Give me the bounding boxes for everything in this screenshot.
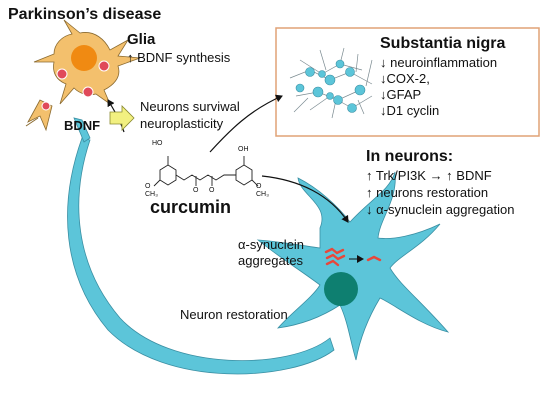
neuron-nucleus	[324, 272, 358, 306]
curcumin-atom: O	[145, 183, 151, 190]
bdnf-yellow-arrow	[109, 105, 135, 131]
neuron-network-cells	[295, 59, 366, 113]
neuron-dendrite-upper	[73, 117, 91, 143]
neuron-axon	[67, 137, 335, 375]
nigra-item: ↓GFAP	[380, 87, 422, 102]
in-neurons-item: ↓ α-synuclein aggregation	[366, 202, 515, 217]
curcumin-atom: OH	[238, 146, 249, 153]
glia-cell	[25, 19, 141, 132]
curcumin-atom: CH₃	[145, 191, 158, 198]
curcumin-to-neuron-arrow	[261, 175, 349, 223]
in-neurons-item: ↑ neurons restoration	[366, 185, 489, 200]
glia-heading: Glia	[127, 31, 156, 48]
neuron-cell-body	[256, 171, 450, 361]
alpha-synuclein-aggregates	[324, 247, 382, 267]
in-neurons-heading: In neurons:	[366, 148, 454, 165]
substantia-nigra-box	[275, 27, 540, 137]
curcumin-label: curcumin	[150, 197, 232, 217]
aggregates-line1: α-synuclein	[238, 237, 305, 252]
substantia-nigra-heading: Substantia nigra	[380, 35, 506, 52]
page-title: Parkinson’s disease	[8, 6, 162, 23]
curcumin-to-nigra-arrow	[209, 94, 283, 153]
curcumin-atom: O	[209, 187, 215, 194]
neuron-restoration-label: Neuron restoration	[180, 307, 288, 322]
curcumin-atom: HO	[152, 140, 163, 147]
nigra-item: ↓D1 cyclin	[380, 103, 440, 118]
curcumin-atom: O	[256, 183, 262, 190]
aggregates-line2: aggregates	[238, 253, 304, 268]
bdnf-label: BDNF	[64, 118, 101, 133]
neurons-survival-line1: Neurons surviwal	[140, 99, 240, 114]
in-neurons-item: ↑ Trk/PI3K → ↑ BDNF	[366, 168, 492, 183]
curcumin-structure	[153, 156, 259, 187]
nigra-item: ↓COX-2,	[380, 71, 430, 86]
neurons-survival-line2: neuroplasticity	[140, 116, 224, 131]
curcumin-atom: CH₃	[256, 191, 269, 198]
glia-bdnf-synthesis: ↑ BDNF synthesis	[127, 50, 231, 65]
nigra-item: ↓ neuroinflammation	[380, 55, 498, 70]
curcumin-atom: O	[193, 187, 199, 194]
